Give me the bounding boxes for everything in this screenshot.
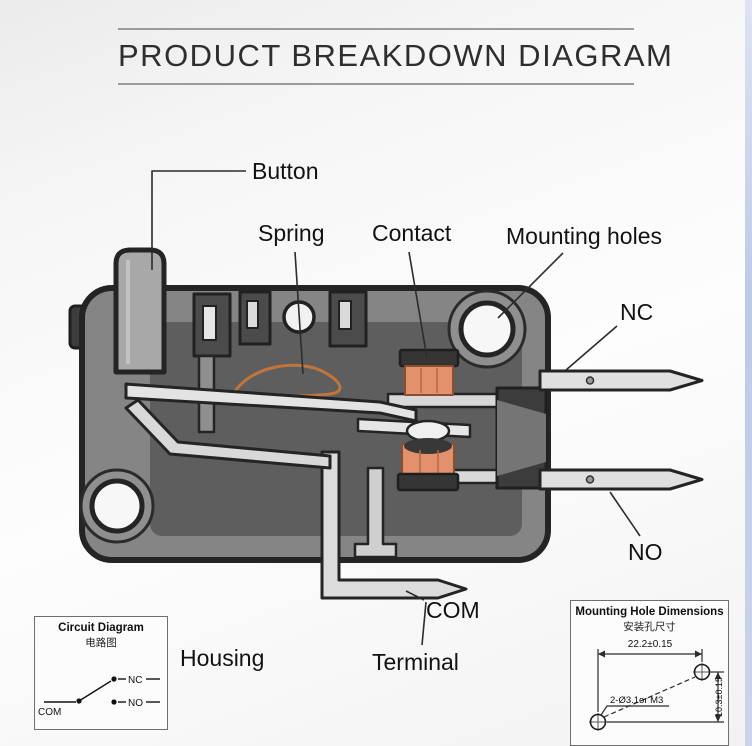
label-no: NO	[628, 539, 663, 565]
com-terminal-shape	[320, 450, 468, 600]
circuit-diagram-title: Circuit Diagram	[58, 622, 144, 634]
circuit-no-dot	[111, 699, 117, 705]
circuit-schematic: NC NO COM	[38, 675, 160, 718]
page-title: PRODUCT BREAKDOWN DIAGRAM	[118, 38, 674, 73]
label-nc: NC	[620, 299, 654, 325]
label-button: Button	[252, 158, 319, 184]
mount-hole-top	[693, 663, 710, 681]
mounting-dimensions-drawing: 22.2±0.15 2-Ø3.1or M3 10.3±0.15	[588, 639, 724, 731]
no-terminal-shape	[538, 468, 704, 491]
contact-stack-upper	[398, 348, 460, 396]
terminal-channel-block	[495, 386, 548, 490]
label-mounting-holes: Mounting holes	[506, 223, 662, 249]
label-spring: Spring	[258, 220, 325, 246]
circuit-nc-label: NC	[128, 675, 142, 686]
lever-bent	[124, 398, 332, 470]
contact-stack-lower	[396, 438, 460, 492]
mounting-dimensions-box: Mounting Hole Dimensions 安装孔尺寸	[570, 600, 729, 746]
mounting-hole-bottom-left	[79, 468, 155, 544]
mounting-dimensions-subtitle: 安装孔尺寸	[623, 621, 676, 633]
nc-terminal-shape	[538, 369, 704, 392]
button-shape	[113, 247, 167, 375]
circuit-diagram-box: Circuit Diagram 电路图 NC NO COM	[34, 616, 168, 730]
circuit-com-label: COM	[38, 707, 61, 718]
mount-holes-label: 2-Ø3.1or M3	[610, 695, 663, 706]
label-contact: Contact	[372, 220, 452, 246]
label-terminal: Terminal	[372, 649, 459, 675]
moving-contact	[356, 417, 472, 443]
mounting-dimensions-title: Mounting Hole Dimensions	[575, 606, 724, 618]
title-rule-top	[118, 28, 634, 30]
title-rule-bottom	[118, 83, 634, 86]
label-com: COM	[426, 597, 480, 623]
page-edge-accent	[745, 0, 752, 746]
title-block: PRODUCT BREAKDOWN DIAGRAM	[118, 28, 674, 86]
lever-main	[124, 382, 418, 423]
mount-height-dim: 10.3±0.15	[714, 677, 724, 717]
circuit-nc-dot	[111, 676, 117, 682]
circuit-diagram-subtitle: 电路图	[85, 637, 117, 649]
circuit-no-label: NO	[128, 698, 143, 709]
internal-strip	[353, 466, 398, 559]
mount-width-dim: 22.2±0.15	[627, 639, 672, 650]
dimension-arrows	[597, 650, 721, 722]
mount-hole-bottom	[589, 713, 606, 731]
leader-lines	[151, 170, 641, 646]
housing-top-posts	[192, 290, 368, 358]
circuit-pivot-dot	[76, 698, 82, 704]
label-housing: Housing	[180, 645, 265, 671]
